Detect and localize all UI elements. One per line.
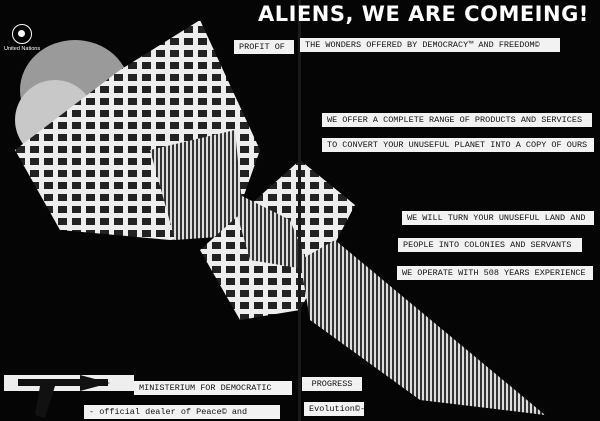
tower-core	[230, 190, 310, 270]
strip-wonders: THE WONDERS OFFERED BY DEMOCRACY™ AND FR…	[300, 38, 560, 52]
tower-shaft	[150, 130, 245, 240]
un-emblem-icon	[12, 24, 33, 44]
blade	[300, 240, 545, 415]
strip-experience: WE OPERATE WITH 508 YEARS EXPERIENCE	[397, 266, 593, 280]
headline: ALIENS, WE ARE COMEING!	[258, 2, 589, 26]
strip-profit-of: PROFIT OF	[234, 40, 294, 54]
strip-evolution: Evolution©-	[304, 402, 365, 416]
strip-turn-land: WE WILL TURN YOUR UNUSEFUL LAND AND	[402, 211, 594, 225]
page-fold	[298, 0, 301, 421]
strip-ministerium: MINISTERIUM FOR DEMOCRATIC	[134, 381, 292, 395]
rifle-rocket-icon	[4, 375, 134, 418]
strip-people: PEOPLE INTO COLONIES AND SERVANTS	[398, 238, 582, 252]
strip-dealer: - official dealer of Peace© and	[84, 405, 280, 419]
strip-offer: WE OFFER A COMPLETE RANGE OF PRODUCTS AN…	[322, 113, 592, 127]
strip-convert: TO CONVERT YOUR UNUSEFUL PLANET INTO A C…	[322, 138, 594, 152]
un-logo: United Nations	[4, 24, 40, 52]
strip-progress: PROGRESS	[302, 377, 362, 391]
un-logo-text: United Nations	[4, 46, 41, 52]
